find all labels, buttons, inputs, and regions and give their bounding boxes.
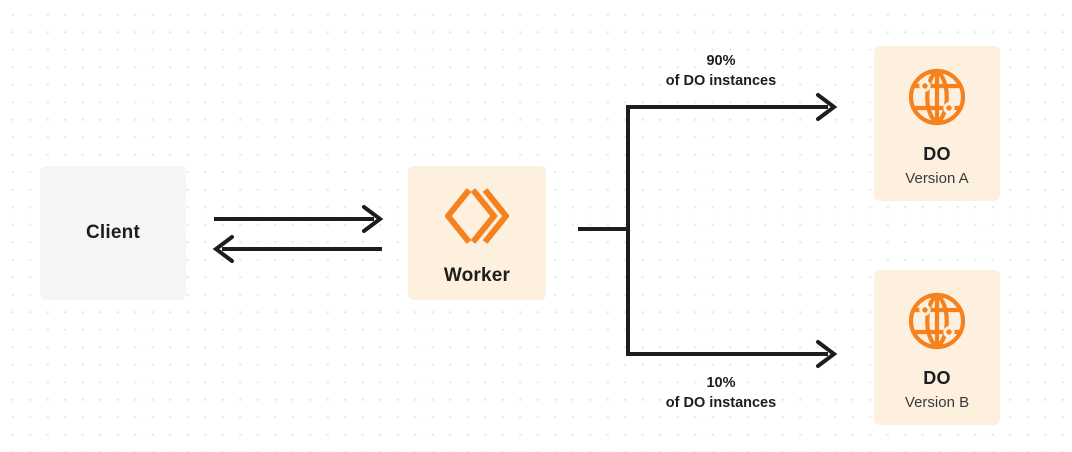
node-client[interactable]: Client	[40, 166, 186, 300]
node-do-b-label: DO	[923, 368, 951, 388]
globe-icon	[906, 290, 968, 352]
node-worker[interactable]: Worker	[408, 166, 546, 300]
node-do-b-version: Version B	[904, 394, 970, 411]
arrow-right-icon	[816, 93, 838, 121]
edge-label-caption: of DO instances	[665, 394, 777, 411]
node-client-label: Client	[86, 222, 140, 243]
edge-client-to-worker	[214, 205, 384, 233]
arrow-right-icon	[816, 340, 838, 368]
globe-icon	[906, 66, 968, 128]
node-do-version-b[interactable]: DO Version B	[874, 270, 1000, 425]
cloudflare-workers-icon-svg	[445, 188, 509, 244]
edge-label-percent: 10%	[706, 375, 736, 391]
node-do-a-label: DO	[923, 144, 951, 164]
cloudflare-workers-icon	[445, 187, 509, 245]
globe-node-dot	[943, 102, 955, 114]
edge-worker-to-do-a	[626, 93, 838, 121]
edge-worker-to-client	[212, 235, 382, 263]
node-worker-label: Worker	[443, 265, 511, 286]
node-do-version-a[interactable]: DO Version A	[874, 46, 1000, 201]
globe-icon-svg	[908, 292, 966, 350]
edge-label-caption: of DO instances	[665, 72, 777, 89]
globe-node-dot	[943, 326, 955, 338]
edge-worker-to-do-b	[626, 340, 838, 368]
node-do-a-version: Version A	[905, 170, 969, 187]
arrow-left-icon	[212, 235, 234, 263]
arrow-right-icon	[362, 205, 384, 233]
edge-label-do-b: 10% of DO instances	[628, 374, 814, 413]
edge-worker-branch-stub	[578, 107, 630, 354]
edge-label-do-a: 90% of DO instances	[628, 52, 814, 91]
globe-node-dot	[919, 80, 931, 92]
edge-label-percent: 90%	[706, 53, 736, 69]
globe-node-dot	[919, 304, 931, 316]
globe-icon-svg	[908, 68, 966, 126]
